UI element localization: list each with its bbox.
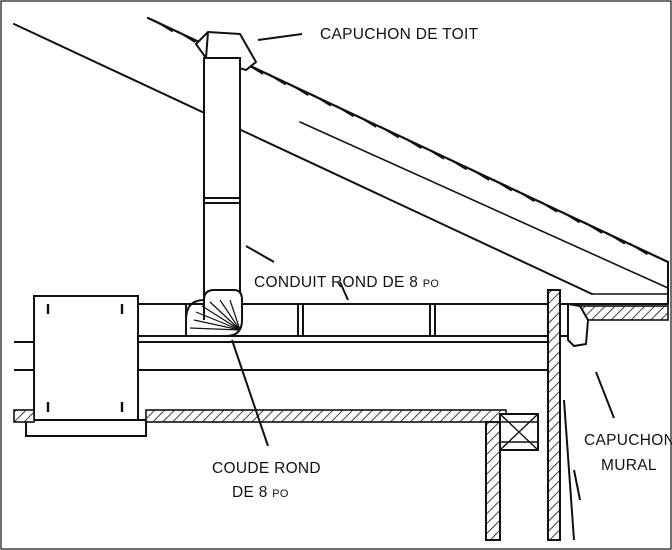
shingle-tick [380,126,400,139]
label-round-elbow-line2: DE 8 PO [232,484,289,501]
label-round-duct: CONDUIT ROND DE 8 PO [254,274,439,291]
shingle-tick [470,168,490,181]
shingle-tick [515,189,535,203]
round-elbow [185,289,243,337]
fan-housing [25,295,147,437]
exterior-wall [485,289,581,541]
leader-roof-cap [257,33,303,41]
shingle-tick [335,104,354,118]
roof [13,16,670,305]
shingle-tick [606,232,626,245]
shingle-tick [154,19,174,33]
label-round-duct-main: CONDUIT ROND DE 8 [254,274,418,291]
label-round-elbow-line1: COUDE ROND [212,460,321,477]
wall-cap [567,302,590,348]
shingle-tick [425,147,445,160]
shingle-tick [538,200,558,213]
shingle-tick [448,157,467,171]
leader-elbow [231,339,269,447]
shingle-tick [176,30,196,43]
shingle-tick [402,136,422,149]
shingle-tick [267,72,287,86]
vertical-duct [203,57,241,321]
label-round-elbow-unit: PO [272,488,289,500]
shingle-tick [289,83,309,96]
shingle-tick [583,221,603,234]
label-wall-cap-line2: MURAL [601,457,657,474]
shingle-tick [312,94,332,107]
ceiling-joists [14,341,560,371]
label-round-elbow-main: DE 8 [232,484,268,501]
shingle-tick [357,115,377,128]
leader-duct-horizontal [339,281,349,301]
label-round-duct-unit: PO [423,278,440,290]
roof-shingles [154,19,648,256]
ceiling-board [145,409,507,423]
leader-duct-vertical [245,245,275,263]
label-roof-cap: CAPUCHON DE TOIT [320,26,479,43]
leader-lines [231,33,615,447]
shingle-tick [493,179,513,192]
leader-wall-cap [595,371,615,419]
ceiling-board-left [13,409,35,423]
shingle-tick [561,210,580,224]
label-wall-cap-line1: CAPUCHON [584,432,672,449]
shingle-tick [628,242,648,256]
